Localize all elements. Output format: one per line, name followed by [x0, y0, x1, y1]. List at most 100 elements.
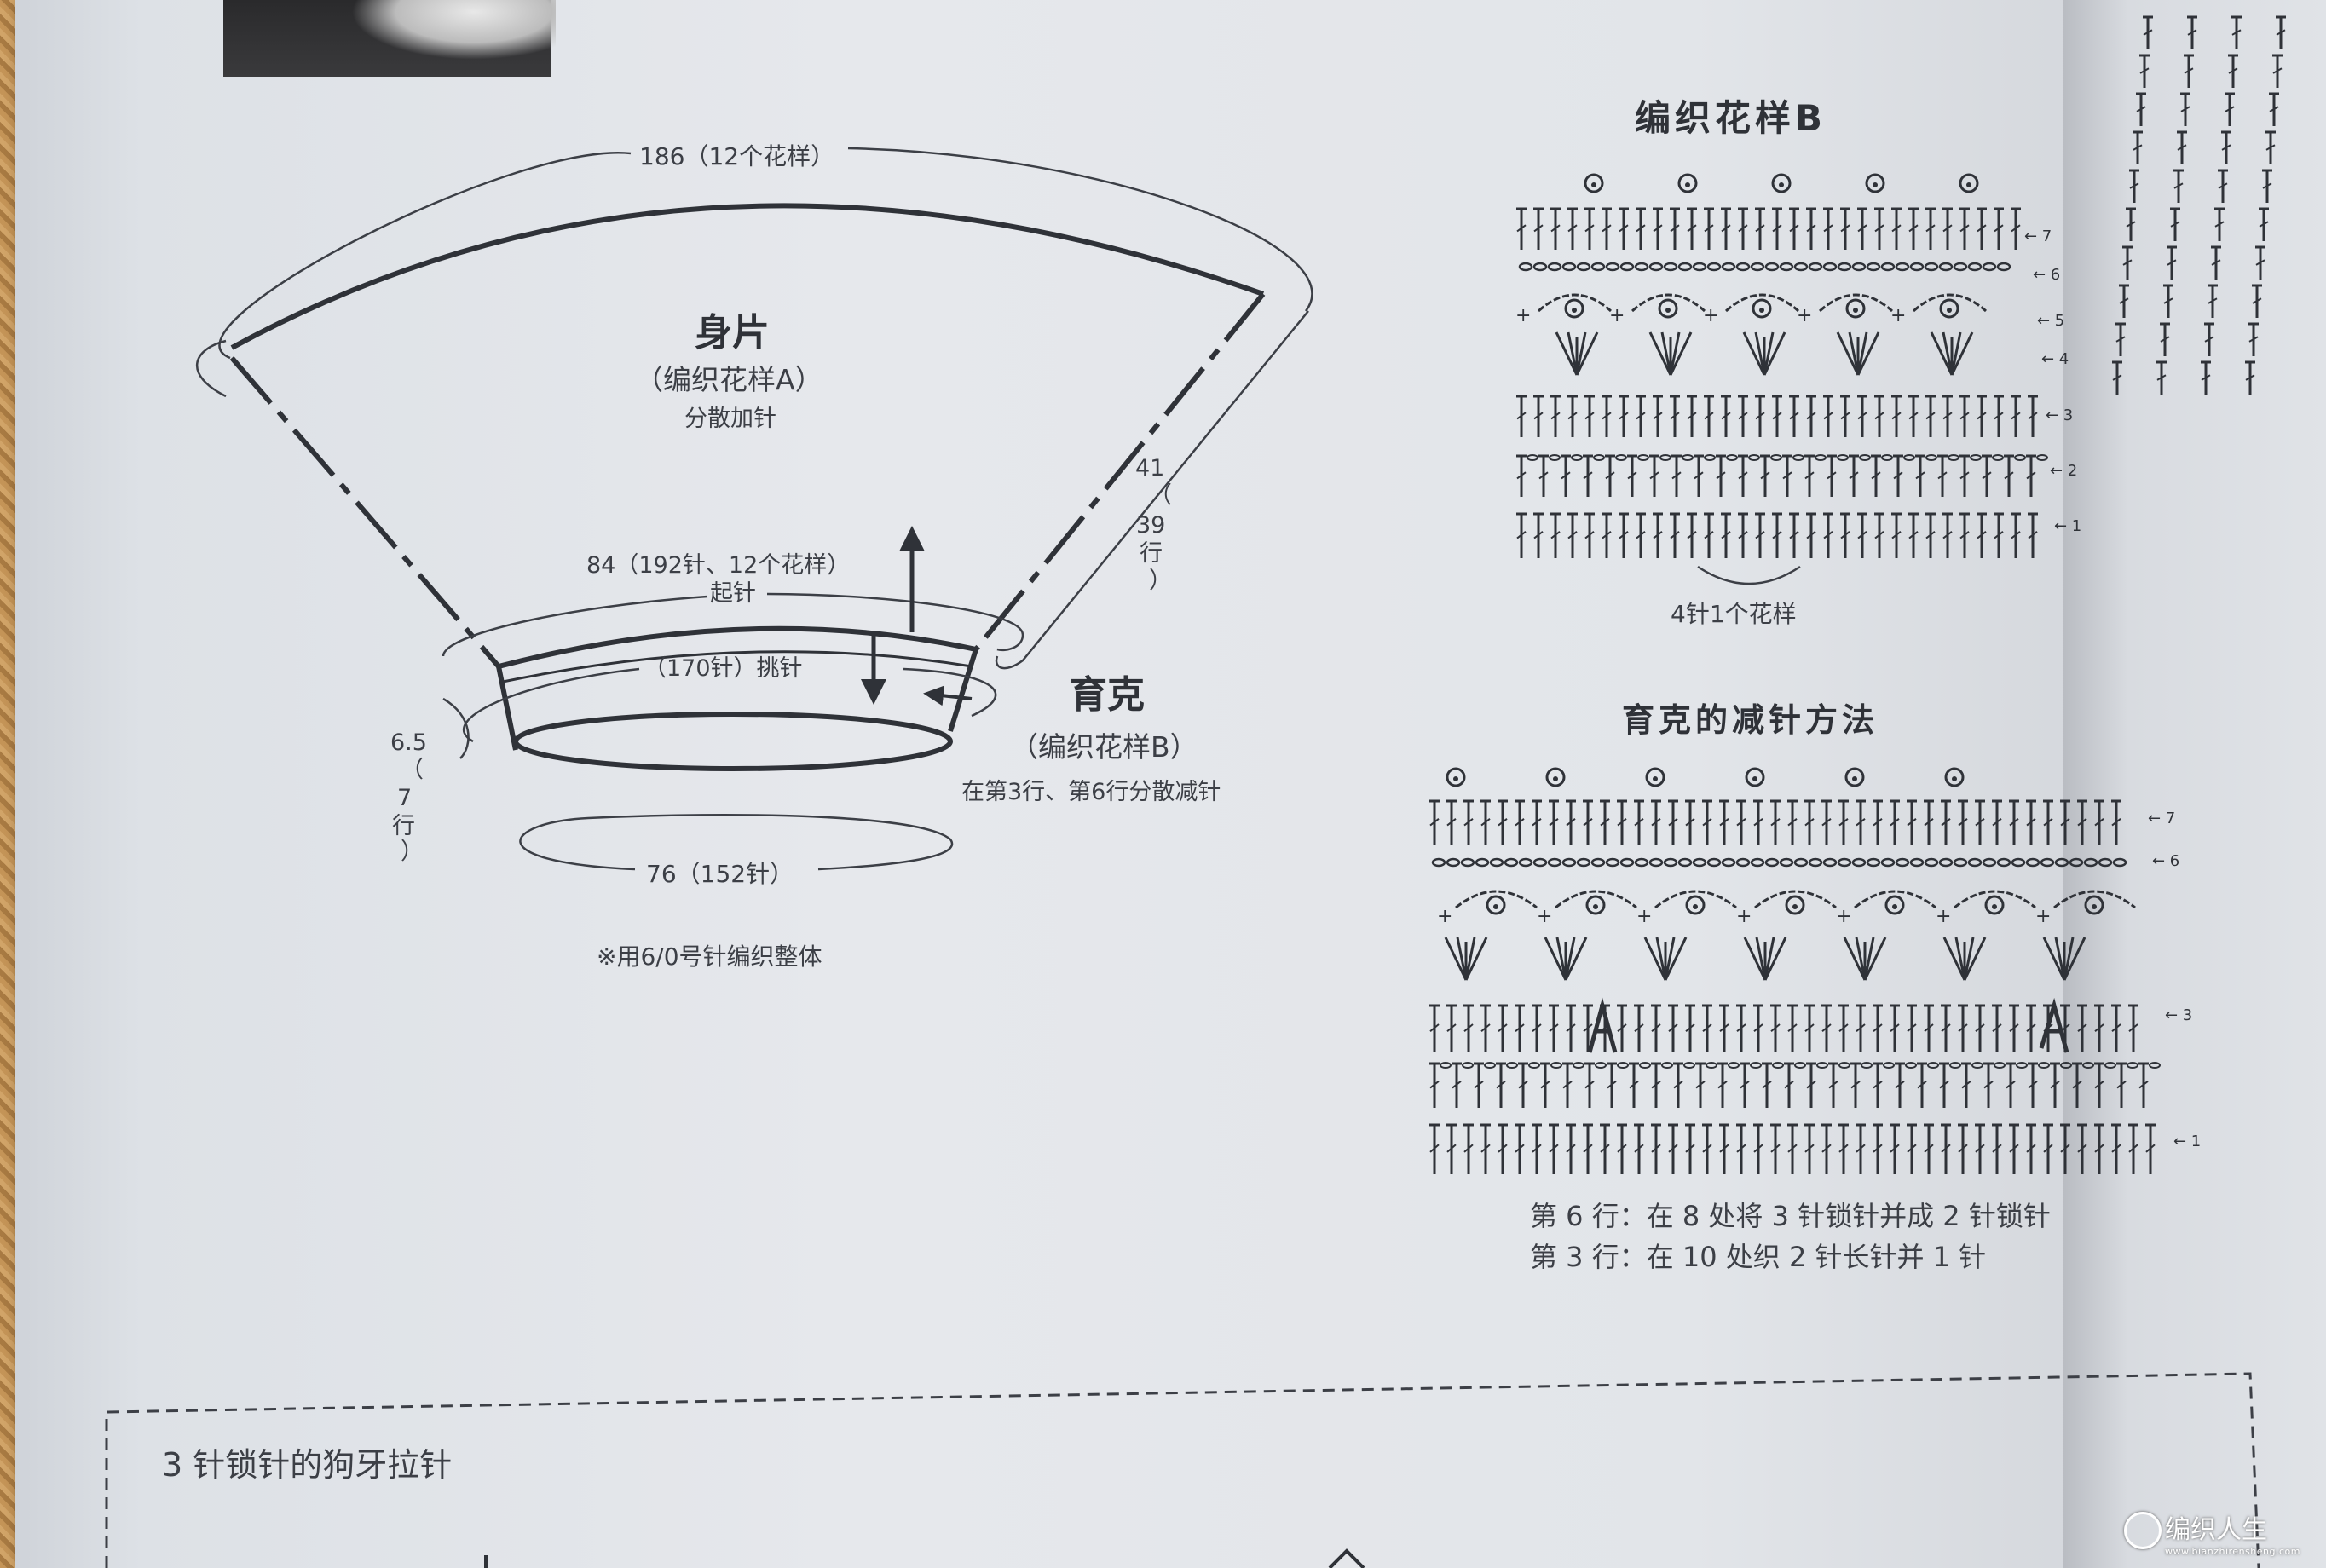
- double-crochet-symbol: [1787, 1123, 1798, 1174]
- double-crochet-symbol: [2214, 207, 2225, 241]
- double-crochet-symbol: [1721, 512, 1731, 558]
- chain-stitch-symbol: [1692, 857, 1707, 868]
- double-crochet-symbol: [1891, 395, 1902, 437]
- stitch-slash: [1856, 1144, 1866, 1153]
- picot-dot: [1853, 308, 1858, 313]
- double-crochet-symbol: [1827, 454, 1837, 497]
- picot-symbol: [1745, 767, 1765, 787]
- double-crochet-symbol: [1789, 395, 1799, 437]
- stitch-slash: [1857, 412, 1867, 420]
- single-crochet-symbol: +: [1636, 906, 1652, 927]
- stitch-slash: [1874, 412, 1884, 420]
- chain-stitch-symbol: [1634, 857, 1649, 868]
- double-crochet-symbol: [1891, 512, 1902, 558]
- chain-stitch-symbol: [1927, 1062, 1939, 1069]
- picot-dot: [1453, 776, 1458, 781]
- stitch-slash: [1755, 224, 1765, 233]
- stitch-slash: [1602, 531, 1612, 539]
- stitch-slash: [2211, 259, 2221, 266]
- double-crochet-symbol: [2248, 322, 2259, 356]
- chain-stitch-symbol: [1837, 262, 1852, 272]
- stitch-slash: [1636, 412, 1646, 420]
- repeat-bracket: [1697, 565, 1801, 585]
- stitch-slash: [1925, 531, 1936, 539]
- shell-stem: [2063, 937, 2086, 981]
- chain-stitch-symbol: [1861, 1062, 1873, 1069]
- double-crochet-symbol: [1873, 1004, 1883, 1052]
- double-crochet-symbol: [2265, 130, 2276, 164]
- chain-stitch-symbol: [1704, 454, 1716, 461]
- double-crochet-symbol: [2128, 1004, 2138, 1052]
- chain-stitch-symbol: [1938, 857, 1954, 868]
- double-crochet-symbol: [1925, 207, 1936, 250]
- double-crochet-symbol: [1762, 1062, 1772, 1108]
- stitch-slash: [1673, 1081, 1683, 1089]
- bottom-info-box: 3 针锁针的狗牙拉针: [105, 1372, 2260, 1568]
- stitch-slash: [1770, 818, 1781, 827]
- stitch-slash: [1602, 412, 1612, 420]
- stitch-slash: [2094, 1081, 2104, 1089]
- stitch-slash: [1975, 1023, 1985, 1033]
- stitch-slash: [2272, 67, 2283, 74]
- chain-stitch-symbol: [2069, 857, 2084, 868]
- double-crochet-symbol: [1821, 1004, 1832, 1052]
- stitch-slash: [1634, 1144, 1644, 1153]
- picot-symbol: [1645, 767, 1665, 787]
- yoke-height-bracket: [442, 697, 470, 759]
- double-crochet-symbol: [1550, 395, 1561, 437]
- chain-stitch-symbol: [1615, 454, 1627, 461]
- cast-on-dimension-arc: [442, 595, 708, 657]
- double-crochet-symbol: [1828, 1062, 1838, 1108]
- picot-dot: [1685, 182, 1690, 187]
- double-crochet-symbol: [1687, 512, 1697, 558]
- stitch-slash: [1567, 224, 1578, 233]
- facing-page-chart-fragment: [2112, 15, 2286, 395]
- picot-dot: [1952, 776, 1957, 781]
- double-crochet-symbol: [1738, 454, 1748, 497]
- chain-stitch-symbol: [2011, 857, 2026, 868]
- chain-stitch-symbol: [1996, 857, 2011, 868]
- stitch-slash: [1515, 1023, 1525, 1033]
- chain-arch-symbol: [1725, 293, 1799, 313]
- shell-stem: [2054, 937, 2066, 981]
- yoke-inner-line: [502, 650, 973, 683]
- double-crochet-symbol: [2006, 1062, 2016, 1108]
- double-crochet-symbol: [1917, 1062, 1927, 1108]
- stitch-slash: [1959, 531, 1970, 539]
- stitch-slash: [1515, 1144, 1525, 1153]
- chain-stitch-symbol: [1518, 857, 1533, 868]
- double-crochet-symbol: [1671, 454, 1682, 497]
- shell-stem: [1664, 937, 1676, 981]
- stitch-slash: [1566, 818, 1576, 827]
- picot-symbol: [1865, 173, 1885, 193]
- double-crochet-symbol: [2156, 360, 2167, 395]
- single-crochet-symbol: +: [1836, 906, 1851, 927]
- double-crochet-symbol: [2145, 1123, 2156, 1174]
- picot-dot: [1553, 776, 1558, 781]
- chain-stitch-symbol: [2036, 454, 2048, 461]
- double-crochet-symbol: [1429, 799, 1440, 845]
- chain-arch-symbol: [1555, 890, 1637, 909]
- double-crochet-symbol: [1874, 207, 1884, 250]
- double-crochet-symbol: [2163, 284, 2173, 318]
- chain-stitch-symbol: [1728, 1062, 1740, 1069]
- needle-note: ※用6/0号针编织整体: [597, 943, 822, 971]
- stitch-slash: [1958, 818, 1968, 827]
- stitch-slash: [1760, 471, 1770, 480]
- double-crochet-symbol: [1516, 512, 1527, 558]
- double-crochet-symbol: [1806, 207, 1816, 250]
- stitch-slash: [1685, 1144, 1695, 1153]
- chain-stitch-symbol: [1938, 262, 1954, 272]
- stitch-slash: [2026, 471, 2036, 480]
- stitch-slash: [2028, 531, 2038, 539]
- double-crochet-symbol: [1463, 799, 1474, 845]
- stitch-slash: [1806, 224, 1816, 233]
- stitch-slash: [1540, 1081, 1550, 1089]
- stitch-slash: [1806, 1081, 1816, 1089]
- chain-stitch-symbol: [1547, 857, 1562, 868]
- double-crochet-symbol: [1857, 512, 1867, 558]
- stitch-slash: [2160, 336, 2170, 343]
- double-crochet-symbol: [1804, 454, 1815, 497]
- stitch-slash: [1561, 471, 1571, 480]
- double-crochet-symbol: [1617, 1004, 1627, 1052]
